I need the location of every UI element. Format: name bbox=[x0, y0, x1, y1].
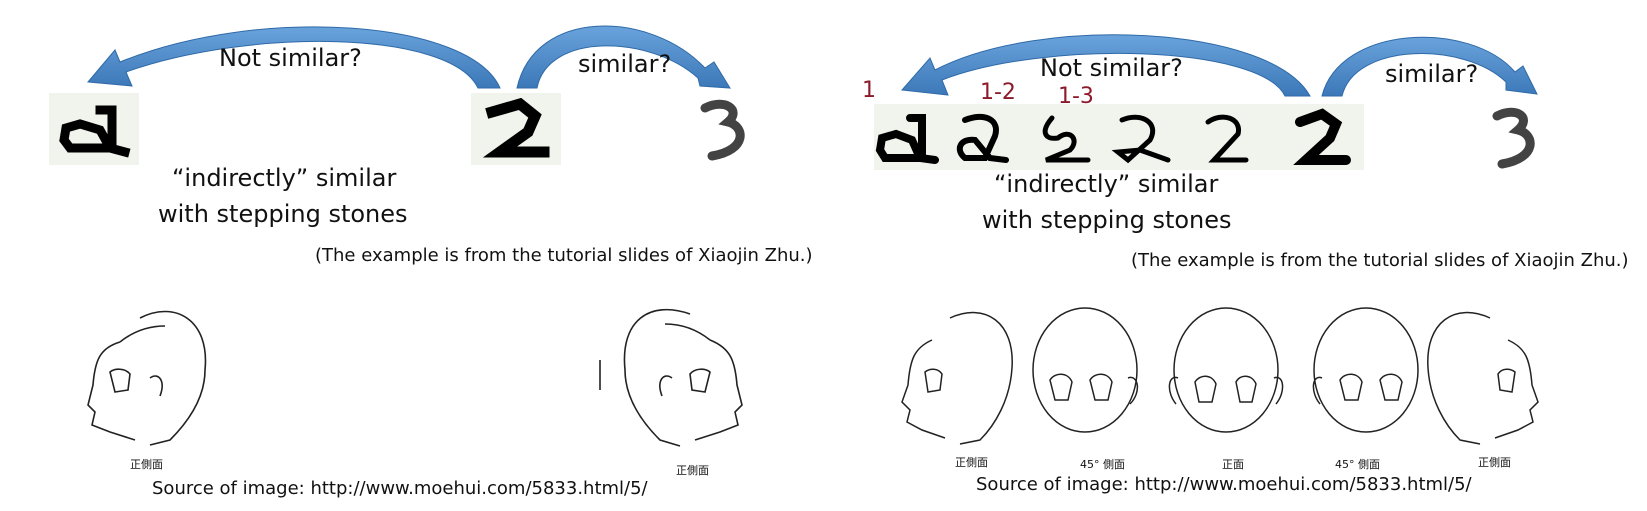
right-similar-label: similar? bbox=[1385, 60, 1479, 88]
step-label-1: 1 bbox=[862, 78, 876, 103]
head-sketch-seq-3-front bbox=[1168, 307, 1284, 433]
head-sketch-seq-4-45deg bbox=[1312, 307, 1419, 433]
right-source-text: Source of image: http://www.moehui.com/5… bbox=[976, 474, 1472, 495]
digit-3-brush-right-image bbox=[1492, 107, 1535, 169]
digit-2-bold-image bbox=[482, 97, 550, 158]
right-not-similar-label: Not similar? bbox=[1040, 54, 1183, 82]
caption-right-head-4: 45° 側面 bbox=[1335, 458, 1380, 471]
digit-2-step-3-image bbox=[1042, 115, 1091, 163]
right-not-similar-arrow bbox=[900, 34, 1311, 97]
left-not-similar-label: Not similar? bbox=[219, 44, 362, 72]
digit-strip-bg bbox=[874, 104, 1364, 170]
step-label-1-3: 1-3 bbox=[1058, 84, 1094, 109]
digit-2-step-4-image bbox=[1111, 114, 1171, 164]
left-not-similar-arrow bbox=[86, 26, 501, 89]
digit-3-brush-image bbox=[700, 99, 745, 161]
digit-2-step-6-image bbox=[1293, 108, 1351, 165]
caption-left-head-1: 正側面 bbox=[130, 458, 163, 471]
right-similar-arrow bbox=[1321, 36, 1538, 97]
head-sketch-left-side-profile bbox=[87, 310, 207, 446]
head-sketch-seq-1-side bbox=[901, 311, 1013, 445]
digit-2-looped-image bbox=[59, 105, 131, 158]
caption-right-head-3: 正面 bbox=[1222, 458, 1244, 471]
digit-sequence-images bbox=[875, 108, 1351, 165]
left-similar-arrow bbox=[516, 25, 731, 89]
left-indirect-line-2: with stepping stones bbox=[158, 200, 408, 228]
right-indirect-line-1: “indirectly” similar bbox=[994, 170, 1219, 198]
caption-right-head-1: 正側面 bbox=[955, 456, 988, 469]
left-similar-label: similar? bbox=[578, 50, 672, 78]
head-sketch-seq-2-45deg bbox=[1032, 307, 1139, 433]
head-sketch-right-side-profile bbox=[599, 309, 743, 447]
left-source-text: Source of image: http://www.moehui.com/5… bbox=[152, 478, 648, 499]
left-credit-text: (The example is from the tutorial slides… bbox=[315, 245, 813, 266]
digit-2-step-5-image bbox=[1205, 114, 1249, 163]
head-sketch-seq-5-side bbox=[1427, 311, 1539, 445]
digit-2-step-2-image bbox=[956, 113, 1009, 163]
left-indirect-line-1: “indirectly” similar bbox=[172, 164, 397, 192]
digit-2-step-1-image bbox=[875, 114, 939, 164]
step-label-1-2: 1-2 bbox=[980, 80, 1016, 105]
caption-right-head-5: 正側面 bbox=[1478, 456, 1511, 469]
caption-left-head-2: 正側面 bbox=[676, 464, 709, 477]
caption-right-head-2: 45° 側面 bbox=[1080, 458, 1125, 471]
right-indirect-line-2: with stepping stones bbox=[982, 206, 1232, 234]
right-credit-text: (The example is from the tutorial slides… bbox=[1131, 250, 1629, 271]
